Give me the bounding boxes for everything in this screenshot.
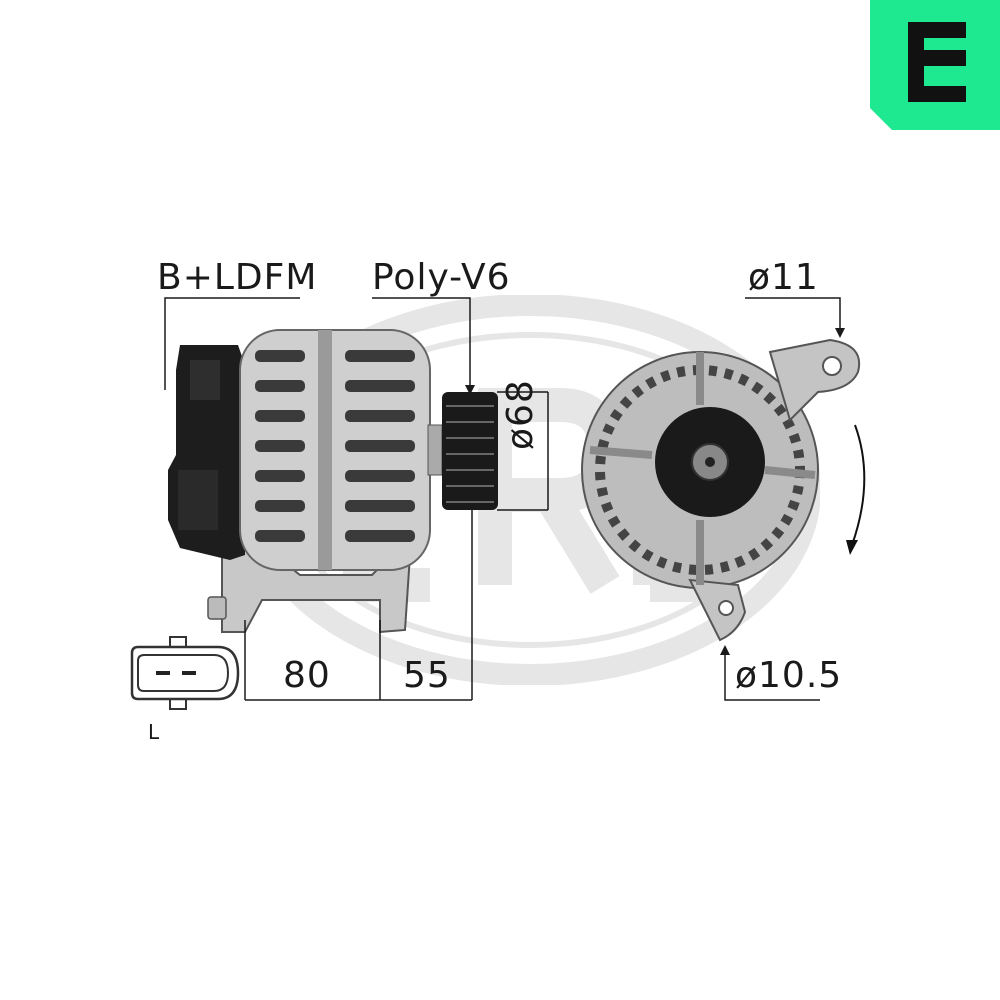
upper-hole-diameter-label: ø11 — [748, 257, 819, 298]
connector-type-label: B+LDFM — [157, 257, 318, 298]
brand-logo — [870, 0, 1000, 130]
dimension-80-label: 80 — [283, 655, 331, 696]
dimension-55-label: 55 — [403, 655, 451, 696]
plug-terminal-label: L — [148, 720, 161, 744]
pulley-type-label: Poly-V6 — [372, 257, 511, 298]
pulley-diameter-label: ø68 — [500, 379, 541, 450]
plug-connector-icon — [130, 636, 240, 710]
lower-hole-diameter-label: ø10.5 — [735, 655, 843, 696]
